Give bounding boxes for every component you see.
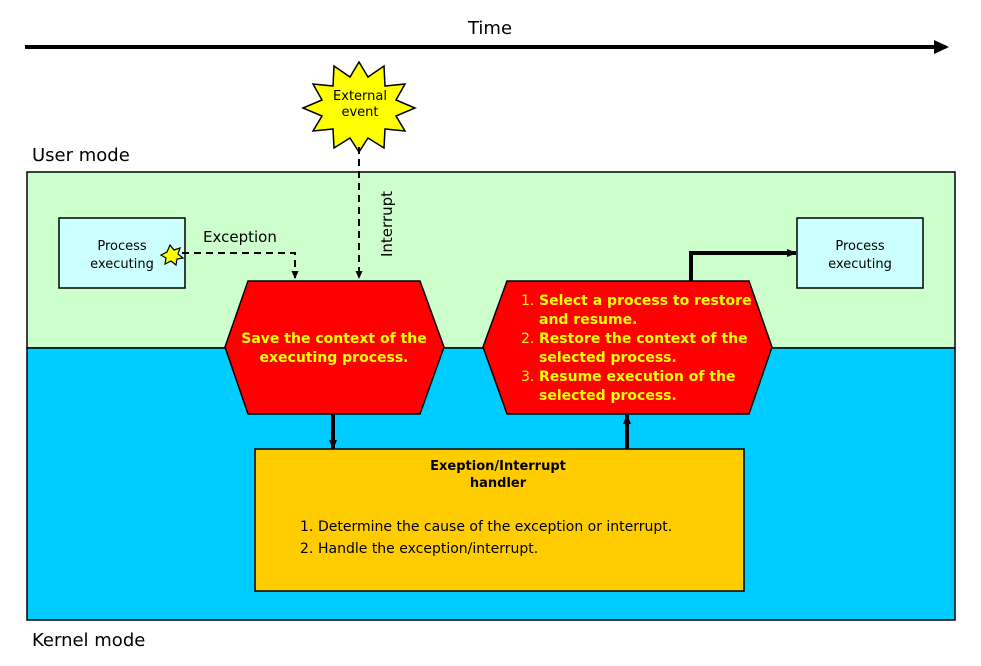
handler-title-line1: Exeption/Interrupt (430, 459, 566, 474)
restore-item-1-line1: Select a process to restore (539, 293, 752, 309)
handler-title-line2: handler (470, 476, 527, 491)
restore-box (482, 280, 773, 415)
restore-item-2-line2: selected process. (539, 350, 677, 366)
exception-label: Exception (203, 228, 277, 246)
restore-item-3-line2: selected process. (539, 388, 677, 404)
save-context-box (224, 280, 445, 415)
handler-item-2-text: Handle the exception/interrupt. (318, 541, 538, 557)
external-event-label-line1: External (333, 89, 387, 104)
interrupt-label: Interrupt (378, 191, 396, 257)
process-executing-right (796, 217, 924, 289)
exception-star-icon (159, 243, 185, 267)
restore-item-3-line1: Resume execution of the (539, 369, 736, 385)
save-context-line2: executing process. (260, 350, 409, 366)
process-left-line1: Process (97, 239, 147, 254)
restore-item-2-num: 2. (521, 331, 534, 347)
process-right-line2: executing (828, 257, 892, 272)
restore-item-1-line2: and resume. (539, 312, 637, 328)
kernel-mode-label: Kernel mode (32, 630, 145, 651)
restore-to-process-arrow (689, 249, 797, 281)
save-context-line1: Save the context of the (241, 331, 426, 347)
restore-item-1-num: 1. (521, 293, 534, 309)
handler-box (254, 448, 745, 592)
restore-item-2-line1: Restore the context of the (539, 331, 748, 347)
user-mode-label: User mode (32, 145, 130, 166)
exception-arrow (182, 252, 299, 279)
handler-item-1-num: 1. (300, 519, 313, 535)
handler-item-2-num: 2. (300, 541, 313, 557)
restore-item-3-num: 3. (521, 369, 534, 385)
time-label: Time (467, 18, 512, 39)
process-left-line2: executing (90, 257, 154, 272)
external-event-label-line2: event (341, 105, 378, 120)
time-arrow-head (934, 40, 949, 54)
process-right-line1: Process (835, 239, 885, 254)
handler-item-1-text: Determine the cause of the exception or … (318, 519, 672, 535)
